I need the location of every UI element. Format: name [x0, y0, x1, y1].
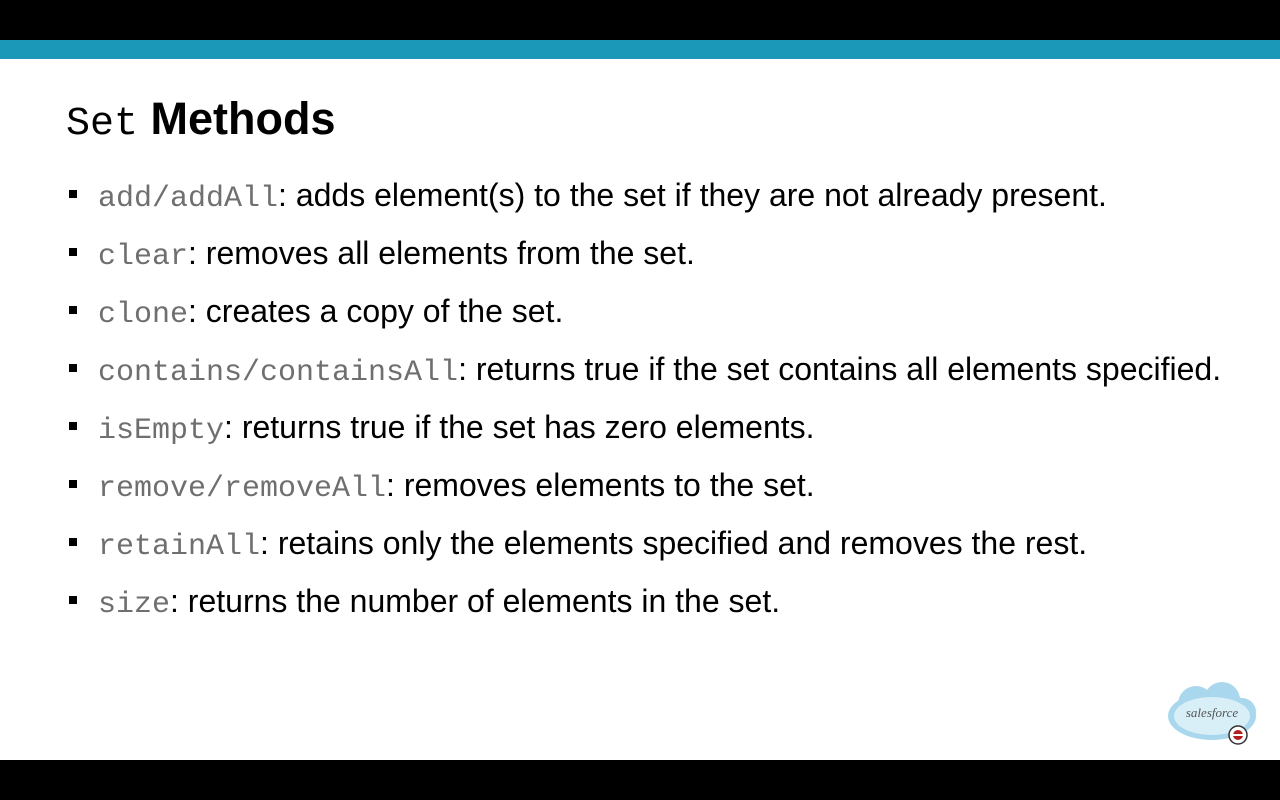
- method-list-item: remove/removeAll: removes elements to th…: [66, 465, 1236, 509]
- method-description: : returns true if the set contains all e…: [458, 351, 1222, 387]
- video-letterbox-bottom: [0, 760, 1280, 800]
- method-list-item: retainAll: retains only the elements spe…: [66, 523, 1236, 567]
- presentation-slide: Set Methods add/addAll: adds element(s) …: [0, 40, 1280, 760]
- bullet-marker-icon: [69, 364, 77, 372]
- slide-title-text: Methods: [150, 93, 336, 144]
- bullet-marker-icon: [69, 596, 77, 604]
- method-name: isEmpty: [98, 414, 225, 448]
- bullet-marker-icon: [69, 190, 77, 198]
- slide-accent-bar: [0, 40, 1280, 59]
- logo-wordmark: salesforce: [1186, 705, 1238, 720]
- method-list-item: clone: creates a copy of the set.: [66, 291, 1236, 335]
- bullet-marker-icon: [69, 538, 77, 546]
- method-name: remove/removeAll: [98, 472, 387, 506]
- slide-title: Set Methods: [66, 92, 336, 152]
- method-description: : retains only the elements specified an…: [260, 525, 1088, 561]
- method-name: clone: [98, 298, 189, 332]
- method-name: contains/containsAll: [98, 356, 459, 390]
- method-list: add/addAll: adds element(s) to the set i…: [66, 175, 1236, 639]
- bullet-marker-icon: [69, 248, 77, 256]
- salesforce-cloud-icon: [1168, 682, 1256, 740]
- logo-badge-icon: [1228, 725, 1248, 745]
- method-name: clear: [98, 240, 189, 274]
- method-list-item: add/addAll: adds element(s) to the set i…: [66, 175, 1236, 219]
- bullet-marker-icon: [69, 480, 77, 488]
- method-description: : removes elements to the set.: [386, 467, 815, 503]
- method-description: : adds element(s) to the set if they are…: [278, 177, 1107, 213]
- bullet-marker-icon: [69, 306, 77, 314]
- method-list-item: contains/containsAll: returns true if th…: [66, 349, 1236, 393]
- slide-title-code: Set: [66, 102, 139, 147]
- method-description: : creates a copy of the set.: [188, 293, 564, 329]
- salesforce-logo: salesforce: [1168, 682, 1256, 745]
- method-list-item: size: returns the number of elements in …: [66, 581, 1236, 625]
- method-description: : returns the number of elements in the …: [170, 583, 781, 619]
- method-list-item: isEmpty: returns true if the set has zer…: [66, 407, 1236, 451]
- method-description: : removes all elements from the set.: [188, 235, 695, 271]
- method-list-item: clear: removes all elements from the set…: [66, 233, 1236, 277]
- method-name: size: [98, 588, 171, 622]
- method-description: : returns true if the set has zero eleme…: [224, 409, 815, 445]
- video-letterbox-top: [0, 0, 1280, 40]
- method-name: add/addAll: [98, 182, 279, 216]
- bullet-marker-icon: [69, 422, 77, 430]
- method-name: retainAll: [98, 530, 261, 564]
